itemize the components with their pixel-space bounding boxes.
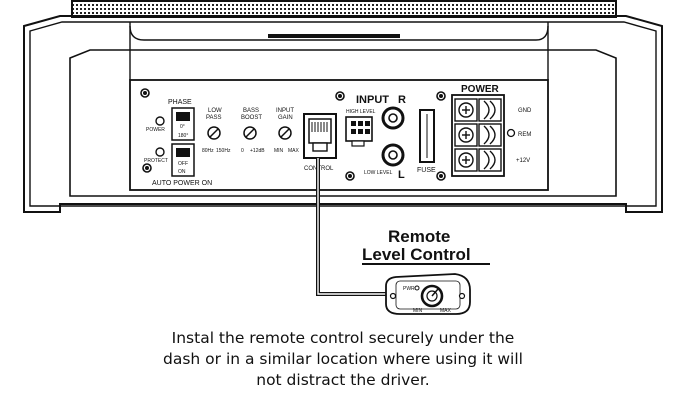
bass-boost-line1: BASS [243,108,259,114]
protect-led-label: PROTECT [144,158,168,164]
remote-level-control: PWR MIN MAX [385,273,471,315]
fuse-label: FUSE [417,167,436,174]
phase-label: PHASE [168,99,192,106]
low-pass-line2: PASS [206,115,222,121]
input-gain-line2: GAIN [278,115,293,121]
phase-zero-label: 0° [180,124,185,130]
input-title: INPUT [356,94,389,106]
remote-mount-hole-left [389,292,397,300]
remote-cable [316,158,386,296]
bass-boost-line2: BOOST [241,115,262,121]
remote-min-label: MIN [413,308,423,314]
top-grille [71,0,617,18]
auto-power-on-label-main: AUTO POWER ON [152,180,212,187]
caption-line-3: not distract the driver. [256,371,430,389]
remote-max-label: MAX [440,308,452,314]
v12-label: +12V [516,158,530,164]
instruction-caption: Instal the remote control securely under… [0,328,686,391]
high-level-label: HIGH LEVEL [346,109,376,115]
fuse-section: FUSE [417,109,436,174]
bass-boost-control: BASS BOOST 0 +12dB [241,108,265,154]
faceplate-screws [140,88,446,181]
input-l-label: L [398,169,405,181]
low-level-label: LOW LEVEL [364,170,393,176]
power-led [155,116,165,126]
input-r-label: R [398,94,406,106]
amplifier-body [23,0,663,213]
control-port: CONTROL [303,113,337,172]
remote-title-line2: Level Control [362,245,471,264]
auto-power-off-label: OFF [178,161,188,167]
rem-label: REM [518,132,531,138]
input-gain-line1: INPUT [276,108,294,114]
protect-led [155,147,165,157]
input-gain-min: MIN [274,148,284,154]
auto-power-on-label: ON [178,169,186,175]
caption-line-2: dash or in a similar location where usin… [163,350,523,368]
bass-boost-max: +12dB [250,148,265,154]
bass-boost-min: 0 [241,148,244,154]
control-faceplate [129,79,549,191]
phase-section: PHASE 0° 180° POWER [146,99,195,141]
low-pass-max: 150Hz [216,148,231,154]
low-pass-line1: LOW [208,108,222,114]
remote-pwr-led [414,285,420,291]
power-section: POWER GND REM +12V [451,84,532,177]
remote-pwr-label: PWR [403,286,415,292]
caption-line-1: Instal the remote control securely under… [171,329,515,347]
auto-power-section: OFF ON PROTECT AUTO POWER ON [144,143,212,187]
low-pass-min: 80Hz [202,148,214,154]
input-gain-control: INPUT GAIN MIN MAX [274,108,300,154]
low-pass-control: LOW PASS 80Hz 150Hz [202,108,231,154]
input-section: INPUT R HIGH LEVEL LOW LEVEL L [345,94,406,181]
power-title: POWER [461,84,500,95]
power-led-label: POWER [146,127,165,133]
input-gain-max: MAX [288,148,300,154]
remote-title-line1: Remote [388,227,450,246]
remote-mount-hole-right [458,292,466,300]
phase-180-label: 180° [178,133,188,139]
gnd-label: GND [518,108,532,114]
